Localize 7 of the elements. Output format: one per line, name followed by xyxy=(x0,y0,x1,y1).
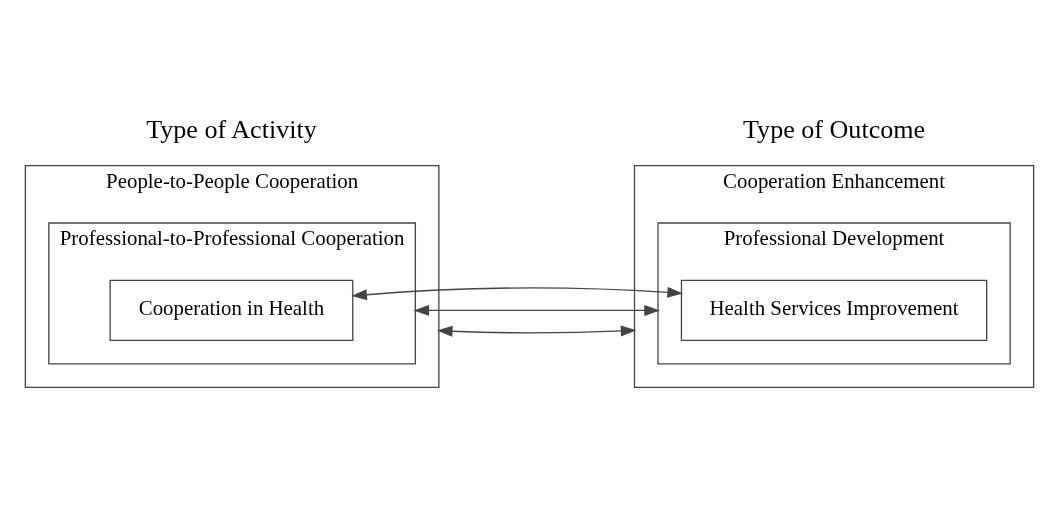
label: Type of Outcome xyxy=(743,115,926,145)
arrow xyxy=(436,325,637,337)
arrow xyxy=(413,304,660,316)
arrow xyxy=(351,286,683,301)
node-box: Cooperation in Health xyxy=(109,279,354,342)
label: Type of Activity xyxy=(146,115,317,145)
node-box: Health Services Improvement xyxy=(680,279,988,342)
